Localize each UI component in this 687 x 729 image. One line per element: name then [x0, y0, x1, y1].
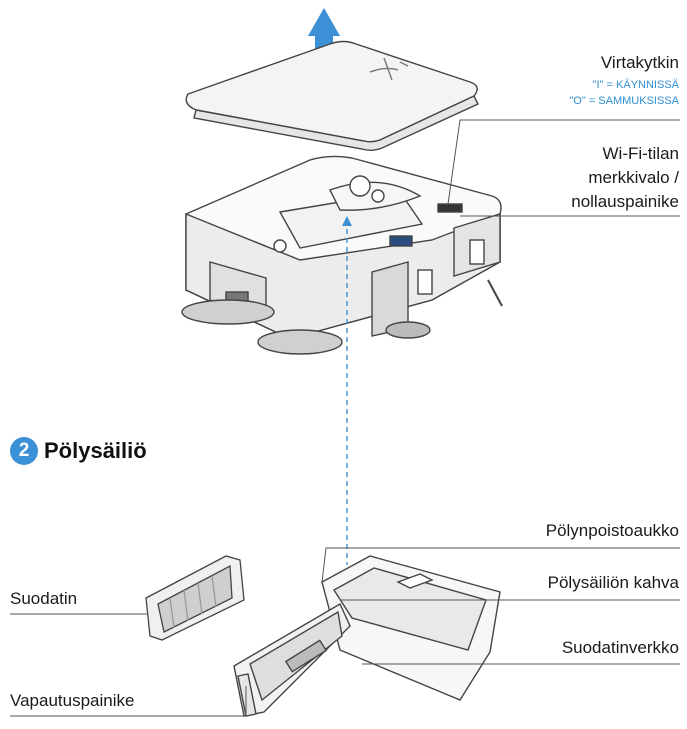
filter-screen-label: Suodatinverkko	[561, 638, 679, 657]
dust-outlet-label: Pölynpoistoaukko	[545, 521, 679, 540]
wifi-indicator-label-line2: merkkivalo /	[588, 168, 679, 187]
section-title: Pölysäiliö	[44, 438, 147, 463]
power-switch-label: Virtakytkin	[600, 53, 679, 72]
release-button-label: Vapautuspainike	[10, 691, 135, 710]
wifi-indicator-label-line3: nollauspainike	[571, 192, 679, 211]
section-heading: 2 Pölysäiliö	[10, 437, 147, 465]
bin-handle-label: Pölysäiliön kahva	[547, 573, 679, 592]
robot-body	[181, 155, 503, 355]
filter-label: Suodatin	[10, 589, 78, 608]
filter-part	[145, 555, 245, 641]
power-on-note: "I" = KÄYNNISSÄ	[592, 79, 679, 91]
leader-lines	[10, 119, 680, 717]
wifi-indicator-label-line1: Wi-Fi-tilan	[602, 144, 680, 163]
dust-bin-part	[233, 555, 501, 717]
section-number-badge: 2	[10, 437, 38, 465]
guide-arrow-icon	[342, 216, 352, 226]
power-off-note: "O" = SAMMUKSISSA	[569, 95, 679, 107]
robot-lid	[185, 40, 479, 151]
